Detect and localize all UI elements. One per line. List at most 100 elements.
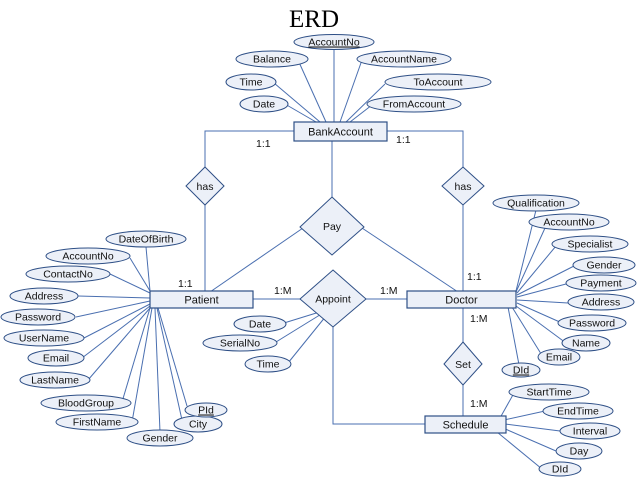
relationship-pay[interactable]: Pay: [299, 196, 365, 256]
attribute-label: Date: [249, 319, 271, 331]
attribute-accountno: AccountNo: [528, 213, 610, 231]
attribute-label: DateOfBirth: [119, 234, 174, 246]
attribute-label: AccountName: [371, 54, 437, 66]
attribute-label: FirstName: [73, 417, 122, 429]
attribute-label: Address: [582, 297, 621, 309]
attribute-group-patient: DateOfBirth AccountNo ContactNo Address …: [0, 230, 228, 447]
attribute-pid-key: PId: [184, 402, 228, 418]
attribute-label: City: [189, 419, 208, 431]
attribute-did-key: DId: [501, 362, 541, 378]
cardinality-patient-has: 1:1: [178, 278, 193, 290]
attribute-bloodgroup: BloodGroup: [40, 394, 132, 412]
relationship-appoint[interactable]: Appoint: [299, 269, 367, 328]
attribute-fromaccount: FromAccount: [366, 95, 462, 113]
attribute-label: Address: [25, 291, 64, 303]
attribute-password: Password: [557, 314, 627, 332]
attribute-label: Interval: [573, 426, 607, 438]
attribute-group-doctor: Qualification AccountNo Specialist Gende…: [492, 194, 637, 378]
attribute-password: Password: [0, 308, 76, 326]
relationship-has-right[interactable]: has: [441, 166, 485, 206]
attribute-label: AccountNo: [62, 251, 114, 263]
attribute-label: DId: [552, 464, 569, 476]
attribute-address: Address: [9, 287, 79, 305]
relationship-label: Appoint: [315, 294, 351, 306]
attribute-city: City: [173, 415, 223, 433]
attribute-payment: Payment: [565, 274, 637, 292]
cardinality-bank-has-left: 1:1: [256, 138, 271, 150]
attribute-date: Date: [239, 95, 289, 113]
attribute-username: UserName: [3, 329, 85, 347]
attribute-label: Gender: [586, 260, 622, 272]
entity-schedule[interactable]: Schedule: [424, 415, 507, 434]
attribute-serialno: SerialNo: [202, 334, 278, 352]
attribute-label: LastName: [31, 375, 79, 387]
attribute-starttime: StartTime: [508, 383, 590, 401]
attribute-time: Time: [244, 355, 292, 373]
attribute-group-appoint: Date SerialNo Time: [202, 315, 292, 373]
entity-patient[interactable]: Patient: [149, 290, 254, 309]
attribute-date: Date: [233, 315, 287, 333]
attribute-label: ContactNo: [43, 269, 93, 281]
relationship-has-left[interactable]: has: [185, 166, 225, 206]
cardinality-doctor-set: 1:M: [470, 313, 488, 325]
attribute-address: Address: [567, 293, 635, 311]
cardinality-set-schedule: 1:M: [470, 398, 488, 410]
attribute-interval: Interval: [559, 422, 621, 440]
attribute-day: Day: [555, 442, 603, 460]
attribute-label: UserName: [19, 333, 69, 345]
relationship-set[interactable]: Set: [443, 341, 483, 386]
entity-doctor[interactable]: Doctor: [406, 290, 517, 309]
attribute-label: ToAccount: [413, 77, 462, 89]
entity-label: Doctor: [445, 295, 478, 307]
attribute-gender: Gender: [572, 256, 636, 274]
cardinality-appoint-doctor: 1:M: [380, 285, 398, 297]
attribute-qualification: Qualification: [492, 194, 580, 212]
entity-label: Patient: [184, 295, 218, 307]
attribute-label: Gender: [142, 433, 178, 445]
attribute-accountname: AccountName: [356, 50, 452, 68]
attribute-time: Time: [225, 73, 277, 91]
attribute-lastname: LastName: [19, 371, 91, 389]
attribute-group-schedule: StartTime EndTime Interval Day DId: [508, 383, 621, 477]
attribute-label: Password: [15, 312, 61, 324]
attribute-label: Day: [570, 446, 589, 458]
attribute-label: Balance: [253, 54, 291, 66]
diagram-title: ERD: [289, 6, 339, 33]
attribute-email: Email: [27, 349, 85, 367]
cardinality-doctor-has: 1:1: [467, 271, 482, 283]
attribute-label: AccountNo: [543, 217, 595, 229]
attribute-label: Qualification: [507, 198, 565, 210]
attribute-label: Specialist: [568, 239, 613, 251]
attribute-label: BloodGroup: [58, 398, 114, 410]
relationship-label: Set: [455, 359, 471, 371]
entity-label: BankAccount: [308, 127, 373, 139]
attribute-label: FromAccount: [383, 99, 446, 111]
relationship-label: has: [455, 181, 472, 193]
attribute-label: Time: [240, 77, 263, 89]
attribute-label: PId: [198, 405, 214, 417]
attribute-specialist: Specialist: [551, 235, 629, 253]
attribute-email: Email: [537, 348, 581, 366]
attribute-firstname: FirstName: [55, 413, 139, 431]
attribute-accountno: AccountNo: [45, 247, 131, 265]
attribute-lines: [75, 49, 575, 470]
attribute-contactno: ContactNo: [25, 265, 111, 283]
attribute-label: Password: [569, 318, 615, 330]
attribute-label: Time: [257, 359, 280, 371]
attribute-label: DId: [513, 365, 530, 377]
attribute-label: SerialNo: [220, 338, 260, 350]
attribute-did: DId: [538, 461, 582, 477]
attribute-name: Name: [561, 334, 611, 352]
entity-label: Schedule: [443, 420, 489, 432]
relationship-label: Pay: [323, 221, 342, 233]
attribute-toaccount: ToAccount: [384, 73, 492, 91]
attribute-label: EndTime: [557, 406, 599, 418]
entity-bankaccount[interactable]: BankAccount: [293, 121, 388, 142]
attribute-label: Payment: [580, 278, 622, 290]
attribute-label: Date: [253, 99, 275, 111]
attribute-label: AccountNo: [308, 37, 360, 49]
attribute-endtime: EndTime: [542, 402, 614, 420]
relationship-lines: [204, 130, 464, 425]
cardinality-bank-has-right: 1:1: [396, 134, 411, 146]
